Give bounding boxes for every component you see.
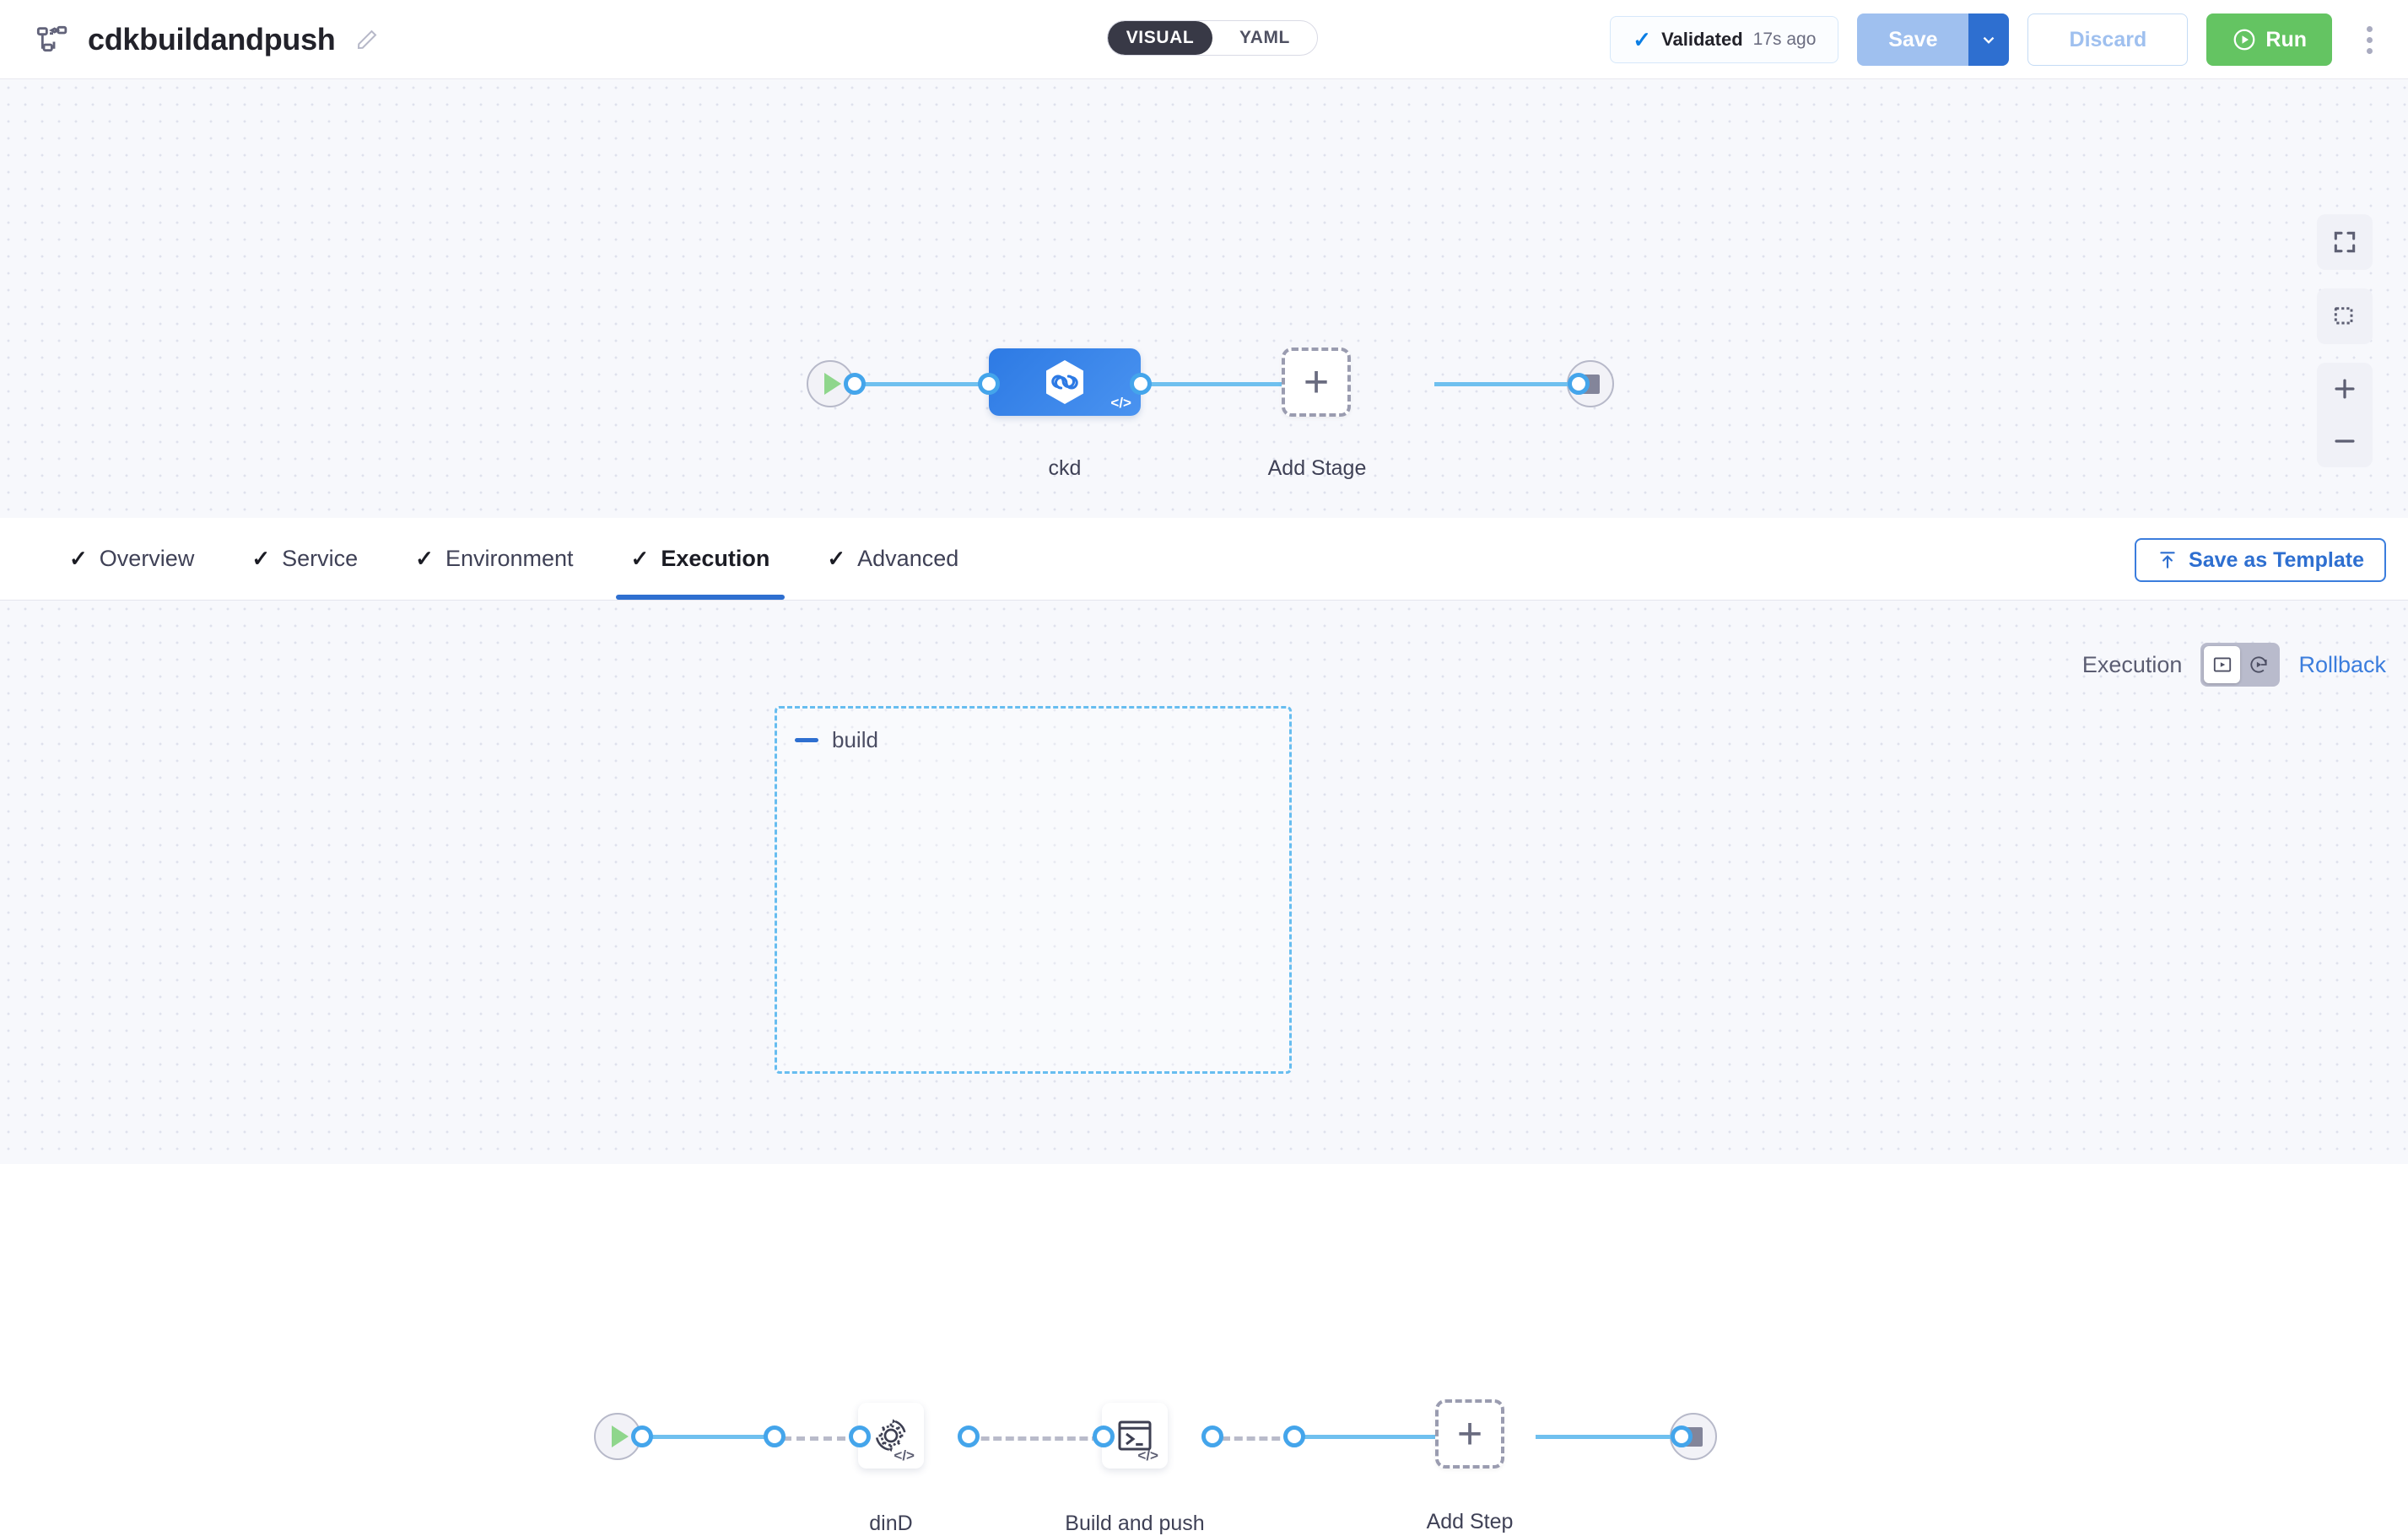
connector-dind-in[interactable] (849, 1426, 871, 1447)
wire-start-to-group (641, 1435, 780, 1439)
connector-exec-start-out[interactable] (631, 1426, 653, 1447)
tab-label: Execution (661, 546, 770, 571)
canvas-controls (2317, 214, 2373, 467)
tab-label: Environment (445, 546, 574, 571)
stage-label-ckd: ckd (1048, 456, 1082, 480)
header-left-group: cdkbuildandpush (0, 22, 380, 57)
execution-canvas[interactable]: </> dinD </> Build and push + Add Step (0, 601, 2408, 1535)
step-group-build[interactable] (775, 706, 1292, 1074)
zoom-in-icon[interactable] (2317, 363, 2373, 415)
plus-icon: + (1456, 1409, 1483, 1458)
collapse-minus-icon[interactable] (795, 738, 818, 742)
connector-start-out[interactable] (844, 373, 866, 395)
tab-execution[interactable]: ✓ Execution (602, 518, 799, 600)
stage-canvas[interactable]: </> ckd + Add Stage (0, 79, 2408, 518)
execution-rollback-row: Execution Rollback (2082, 643, 2386, 687)
play-circle-icon (2234, 29, 2255, 51)
harness-cd-hexagon-icon (1046, 360, 1083, 404)
save-as-template-label: Save as Template (2189, 547, 2364, 572)
wire-dind-to-build (969, 1436, 1100, 1441)
group-title-label: build (832, 727, 878, 752)
check-icon: ✓ (630, 546, 650, 571)
tab-advanced[interactable]: ✓ Advanced (798, 518, 987, 600)
wire-group-to-addstep (1292, 1435, 1436, 1439)
tab-service[interactable]: ✓ Service (223, 518, 386, 600)
save-as-template-button[interactable]: Save as Template (2135, 538, 2386, 582)
tab-label: Service (282, 546, 359, 571)
header-actions: ✓ Validated 17s ago Save Discard Run (1610, 0, 2388, 79)
add-step-button[interactable]: + (1435, 1399, 1504, 1469)
connector-ckd-out[interactable] (1130, 373, 1152, 395)
zoom-out-icon[interactable] (2317, 415, 2373, 467)
check-icon: ✓ (1633, 27, 1652, 52)
group-header-build[interactable]: build (795, 727, 878, 753)
execution-label: Execution (2081, 651, 2183, 677)
check-icon: ✓ (69, 546, 88, 571)
check-icon: ✓ (827, 546, 846, 571)
connector-group-in[interactable] (764, 1426, 786, 1447)
check-icon: ✓ (415, 546, 434, 571)
kebab-menu-icon[interactable] (2351, 13, 2388, 66)
pipeline-nodes-icon (35, 23, 69, 57)
tab-list: ✓ Overview ✓ Service ✓ Environment ✓ Exe… (0, 518, 987, 600)
add-stage-label: Add Stage (1267, 456, 1367, 480)
upload-template-icon (2160, 552, 2175, 569)
run-button[interactable]: Run (2206, 13, 2332, 66)
app-header: cdkbuildandpush VISUAL YAML ✓ Validated … (0, 0, 2408, 79)
execution-rollback-toggle[interactable] (2200, 643, 2281, 687)
connector-buildpush-out[interactable] (1201, 1426, 1223, 1447)
wire-start-to-ckd (852, 382, 1021, 386)
stage-config-tabbar: ✓ Overview ✓ Service ✓ Environment ✓ Exe… (0, 518, 2408, 601)
connector-end-in[interactable] (1568, 373, 1590, 395)
add-stage-button[interactable]: + (1282, 348, 1351, 417)
rollback-replay-icon[interactable] (2240, 646, 2276, 683)
mode-tab-yaml[interactable]: YAML (1239, 28, 1290, 47)
pencil-icon[interactable] (354, 27, 380, 52)
connector-buildpush-in[interactable] (1093, 1426, 1115, 1447)
tab-environment[interactable]: ✓ Environment (386, 518, 602, 600)
check-icon: ✓ (251, 546, 271, 571)
wire-build-to-group-out (1222, 1436, 1293, 1441)
wire-ckd-to-addstage (1139, 382, 1282, 386)
save-button[interactable]: Save (1857, 13, 1969, 66)
rollback-label[interactable]: Rollback (2298, 651, 2386, 677)
tab-label: Advanced (857, 546, 959, 571)
plus-icon: + (1303, 358, 1330, 407)
code-badge: </> (1137, 1447, 1158, 1463)
tab-label: Overview (99, 546, 195, 571)
connector-group-out[interactable] (1283, 1426, 1305, 1447)
connector-ckd-in[interactable] (978, 373, 1000, 395)
visual-yaml-toggle[interactable]: VISUAL YAML (1107, 20, 1318, 56)
validated-label: Validated (1661, 29, 1743, 50)
chevron-down-icon (1984, 36, 1995, 44)
step-label-dind: dinD (869, 1512, 913, 1535)
mode-tab-visual[interactable]: VISUAL (1108, 21, 1212, 55)
save-dropdown-button[interactable] (1968, 13, 2010, 66)
discard-button[interactable]: Discard (2027, 13, 2189, 66)
stage-node-ckd[interactable]: </> (989, 348, 1141, 416)
wire-addstep-to-end (1536, 1435, 1679, 1439)
status-badge-validated: ✓ Validated 17s ago (1610, 16, 1839, 63)
step-label-build-and-push: Build and push (1065, 1512, 1205, 1535)
fit-to-screen-icon[interactable] (2317, 214, 2373, 270)
connector-exec-end-in[interactable] (1671, 1426, 1693, 1447)
connector-dind-out[interactable] (958, 1426, 980, 1447)
zoom-control-group (2317, 363, 2373, 467)
code-badge: </> (894, 1447, 915, 1463)
page-title: cdkbuildandpush (88, 21, 336, 57)
play-icon (823, 373, 841, 395)
wire-group-in-dash (783, 1436, 859, 1441)
execution-play-box-icon[interactable] (2204, 646, 2241, 683)
save-button-group[interactable]: Save (1857, 13, 2010, 66)
play-icon (611, 1426, 629, 1447)
code-badge: </> (1110, 395, 1131, 411)
run-label: Run (2265, 27, 2307, 51)
wire-addstage-to-end (1434, 382, 1586, 386)
tab-overview[interactable]: ✓ Overview (40, 518, 223, 600)
add-step-label: Add Step (1426, 1510, 1514, 1533)
validated-timestamp: 17s ago (1752, 30, 1817, 49)
zoom-to-selection-icon[interactable] (2317, 288, 2373, 344)
